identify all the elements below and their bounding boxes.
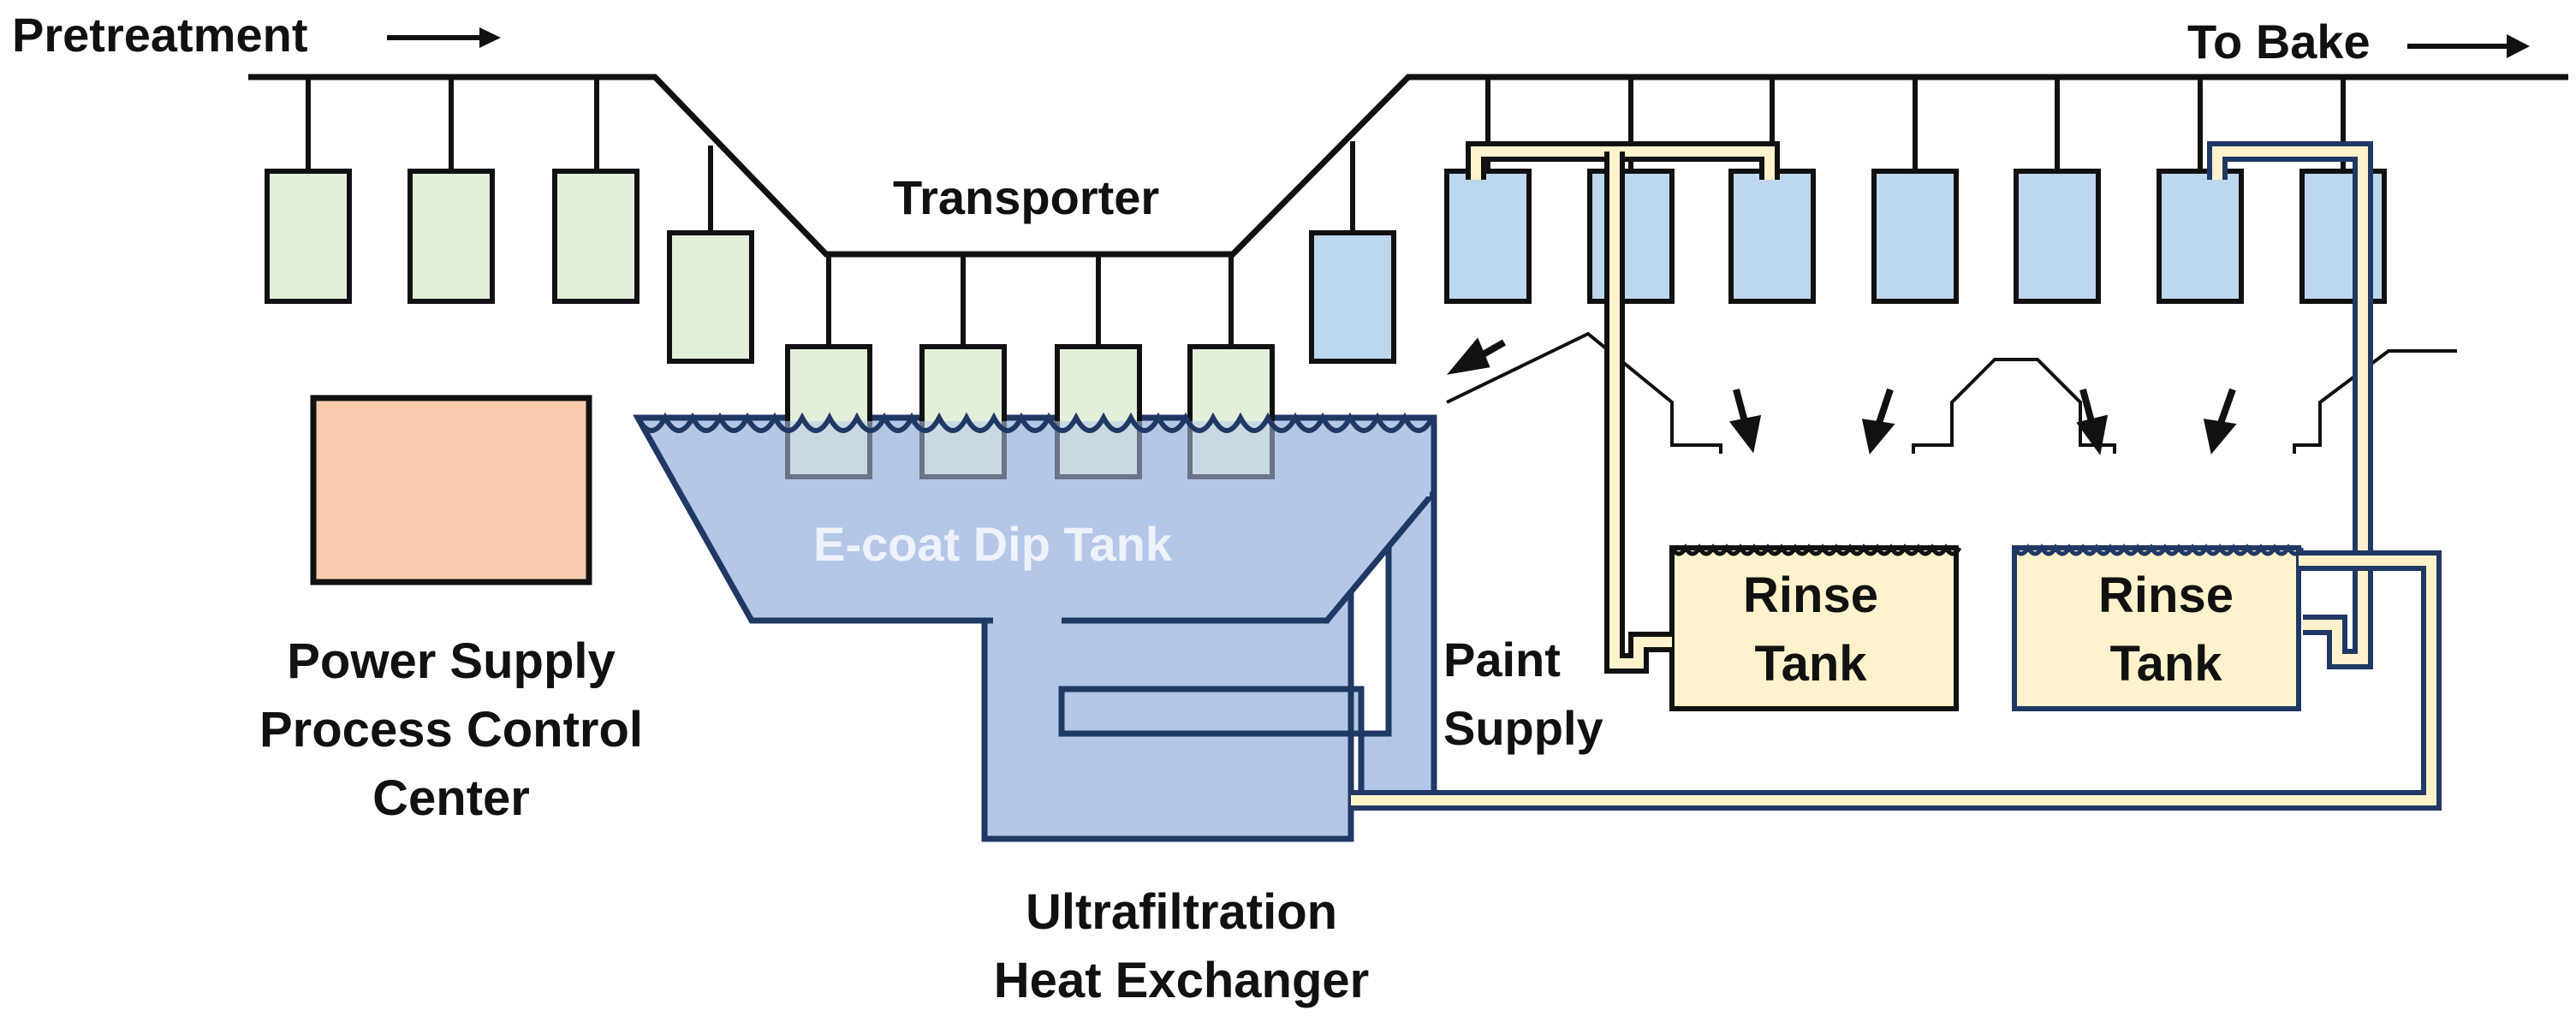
part-green-4 — [667, 230, 754, 364]
to-bake-right-arrow-icon — [2407, 34, 2530, 58]
drip-arrows — [1446, 337, 2237, 455]
part-blue-4 — [1728, 169, 1816, 304]
green-parts — [265, 169, 754, 364]
part-blue-1 — [1309, 230, 1396, 364]
dip-tank-liquid-surface-icon — [635, 412, 1435, 433]
paint-supply-label-1: Paint — [1443, 633, 1561, 686]
paint-supply-pipe — [1466, 141, 1780, 674]
to-bake-label: To Bake — [2187, 15, 2371, 68]
rinse-tank-1 — [1669, 545, 1959, 711]
power-supply-label-3: Center — [372, 770, 530, 826]
spray-hood-3 — [2293, 349, 2457, 454]
blue-parts — [1309, 169, 2387, 364]
part-green-3 — [552, 169, 640, 304]
part-blue-5 — [1871, 169, 1959, 304]
pretreatment-label: Pretreatment — [12, 8, 307, 62]
part-blue-2 — [1444, 169, 1532, 304]
rinse-tank-2 — [2012, 545, 2301, 711]
pretreatment-right-arrow-icon — [387, 27, 501, 48]
conveyor-rail — [248, 74, 2568, 258]
power-supply-label-1: Power Supply — [287, 633, 616, 689]
power-supply-box — [310, 395, 592, 585]
part-green-1 — [265, 169, 352, 304]
rinse-tank-1-label-2: Tank — [1754, 636, 1867, 692]
power-supply-label-2: Process Control — [259, 702, 643, 758]
pretreatment-parts — [306, 77, 1355, 347]
part-blue-7 — [2157, 169, 2244, 304]
rinse-tank-2-liquid-surface-icon — [2012, 543, 2305, 556]
transporter-label: Transporter — [893, 170, 1159, 224]
rinse-tank-2-label-1: Rinse — [2098, 568, 2234, 623]
rinse-tank-1-liquid-surface-icon — [1669, 543, 1962, 556]
ultrafiltration-label-1: Ultrafiltration — [1026, 884, 1337, 940]
dip-tank-label: E-coat Dip Tank — [813, 517, 1173, 571]
return-pipe — [1351, 141, 2442, 811]
rinse-tank-1-label-1: Rinse — [1743, 568, 1878, 623]
part-blue-6 — [2014, 169, 2101, 304]
spray-hood-1 — [1446, 331, 1722, 454]
ultrafiltration-label-2: Heat Exchanger — [994, 953, 1369, 1008]
rinse-tank-2-label-2: Tank — [2109, 636, 2222, 692]
part-blue-3 — [1587, 169, 1675, 304]
part-green-2 — [408, 169, 495, 304]
paint-supply-label-2: Supply — [1443, 701, 1603, 755]
